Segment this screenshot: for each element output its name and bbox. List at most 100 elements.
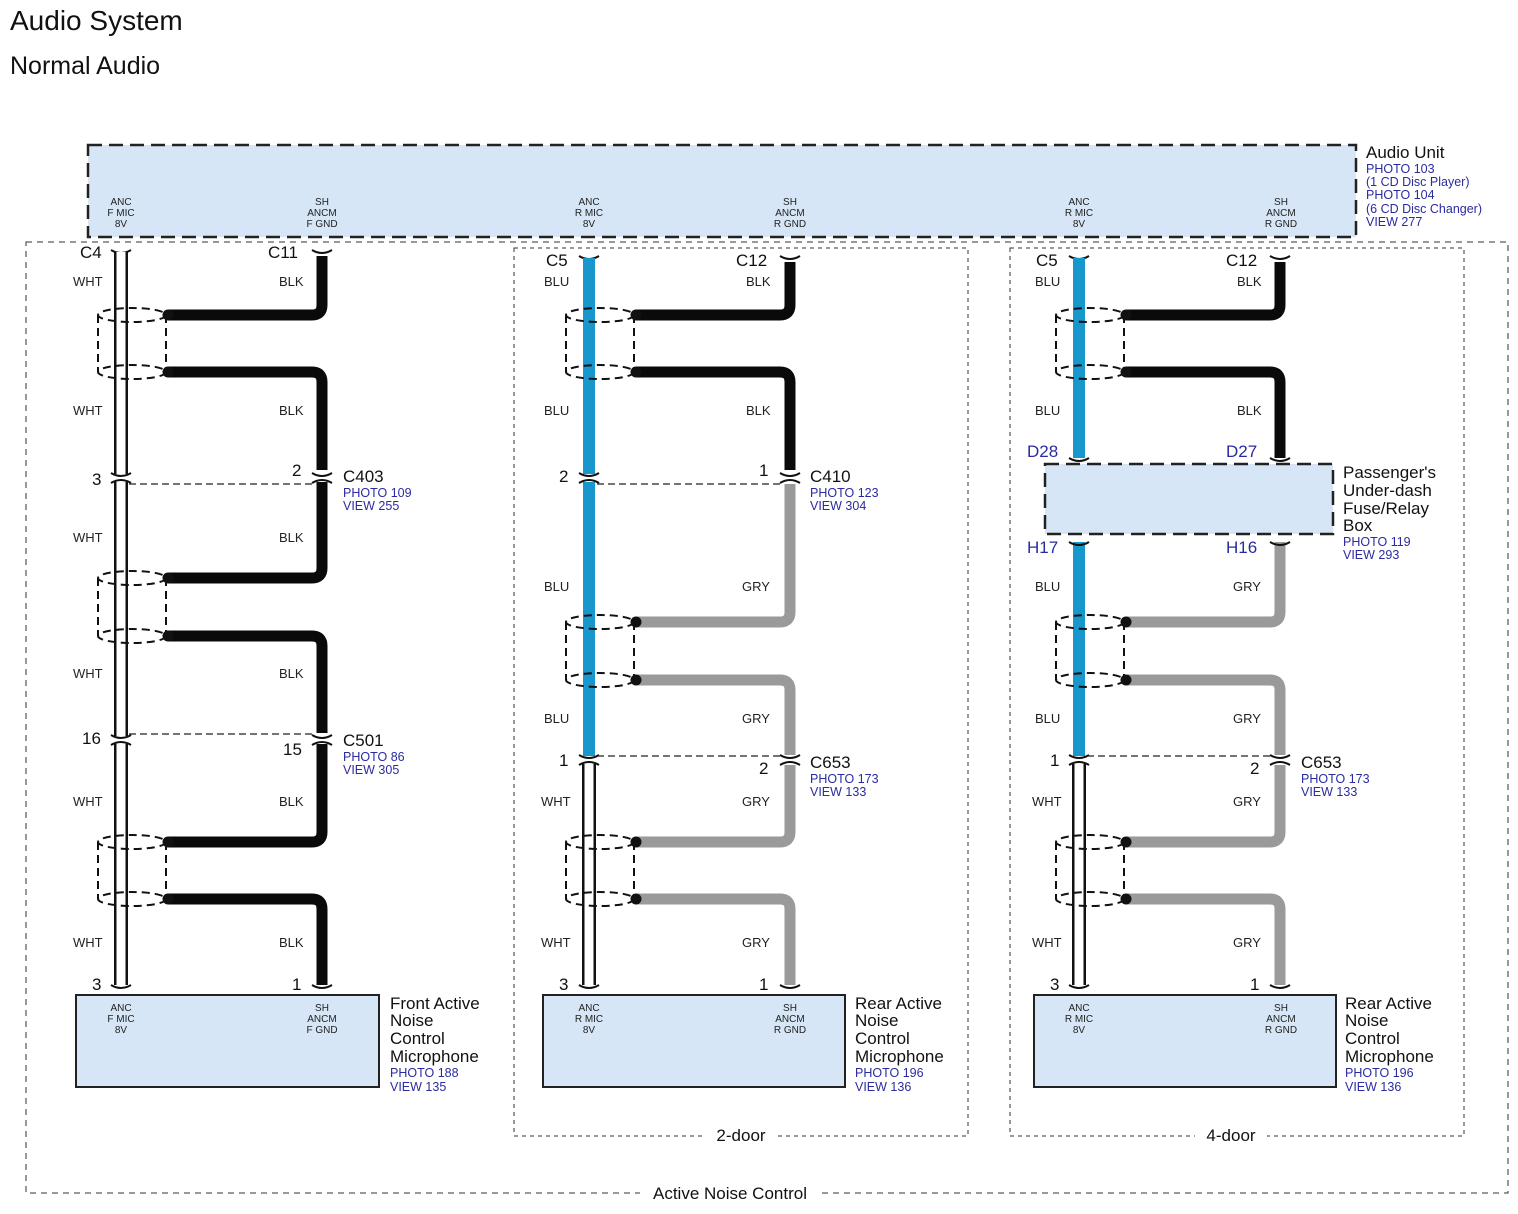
connector-mark xyxy=(578,761,600,766)
shield-outline xyxy=(1055,891,1125,907)
connector-mark xyxy=(779,472,801,477)
shield-drain-wire xyxy=(636,366,796,470)
four-door-wire-label-left: WHT xyxy=(1032,935,1062,950)
audio-unit-pin-label: SH xyxy=(783,197,797,208)
shield-outline xyxy=(565,307,635,323)
audio-unit-pin-label: ANCM xyxy=(1266,208,1295,219)
shield-junction-dot xyxy=(630,366,642,378)
connector-mark xyxy=(779,984,801,989)
shield-drain-wire xyxy=(168,478,328,584)
two-door-mic-pin: SH xyxy=(783,1003,797,1014)
c410-left-pin: 2 xyxy=(559,467,568,486)
four-door-wire-label-left: BLU xyxy=(1035,579,1060,594)
fuse-box-name: Under-dash xyxy=(1343,481,1432,500)
shield-junction-dot xyxy=(630,616,642,628)
audio-unit-pin-label: R MIC xyxy=(1065,208,1093,219)
two-door-mic-box xyxy=(542,994,846,1088)
four-door-conn-left: C5 xyxy=(1036,251,1058,270)
fuse-box-ref: PHOTO 119 xyxy=(1343,535,1411,549)
audio-unit-pin-label: ANC xyxy=(1068,197,1089,208)
audio-unit-pin-label: ANCM xyxy=(307,208,336,219)
connector-gap xyxy=(1273,985,1287,995)
two-door-c653-ref: PHOTO 173 xyxy=(810,772,879,786)
shield-junction-dot xyxy=(162,836,174,848)
audio-unit-pin-label: ANC xyxy=(578,197,599,208)
shield-drain-wire xyxy=(1126,542,1286,628)
shield-junction-dot xyxy=(1120,366,1132,378)
connector-mark xyxy=(779,479,801,484)
shield-outline xyxy=(565,614,635,630)
wire-wht xyxy=(116,252,126,990)
two-door-wire-label-right: BLK xyxy=(746,403,771,418)
four-door-bottom-pin-right: 1 xyxy=(1250,975,1259,994)
audio-unit-ref: (1 CD Disc Player) xyxy=(1366,175,1470,189)
wire-blu xyxy=(1073,542,1085,760)
front-mic-name: Noise xyxy=(390,1011,433,1030)
four-door-mic-pin: ANCM xyxy=(1266,1014,1295,1025)
audio-unit-pin-label: ANC xyxy=(110,197,131,208)
shield-drain-wire xyxy=(168,630,328,733)
connector-gap xyxy=(579,756,599,764)
two-door-mic-ref: VIEW 136 xyxy=(855,1080,911,1094)
four-door-mic-pin: 8V xyxy=(1073,1025,1086,1036)
connector-mark xyxy=(311,734,333,739)
shield-outline xyxy=(1055,834,1125,850)
four-door-wire-label-left: WHT xyxy=(1032,794,1062,809)
connector-mark xyxy=(110,741,132,746)
shield-outline xyxy=(97,628,167,644)
two-door-mic-pin: ANC xyxy=(578,1003,599,1014)
four-door-wire-label-right: GRY xyxy=(1233,711,1261,726)
c410-ref: VIEW 304 xyxy=(810,499,866,513)
connector-mark xyxy=(110,734,132,739)
two-door-wire-label-right: BLK xyxy=(746,274,771,289)
page-subtitle: Normal Audio xyxy=(10,52,160,80)
shield-drain-wire xyxy=(1126,674,1286,755)
connector-mark xyxy=(110,984,132,989)
active-noise-control-label: Active Noise Control xyxy=(653,1184,807,1203)
connector-mark xyxy=(311,249,333,254)
c501-name: C501 xyxy=(343,731,384,750)
shield-junction-dot xyxy=(162,893,174,905)
two-door-wire-label-right: GRY xyxy=(742,794,770,809)
front-mic-pin: 8V xyxy=(115,1025,128,1036)
front-mic-name: Front Active xyxy=(390,994,480,1013)
front-mic-pin: F MIC xyxy=(107,1014,134,1025)
two-door-mic-pin: R MIC xyxy=(575,1014,603,1025)
c410-ref: PHOTO 123 xyxy=(810,486,879,500)
shield-outline xyxy=(565,834,635,850)
front-wire-label-right: BLK xyxy=(279,935,304,950)
shield-drain-wire xyxy=(168,743,328,848)
four-door-mic-box xyxy=(1033,994,1337,1088)
shield-junction-dot xyxy=(1120,893,1132,905)
two-door-mic-name: Microphone xyxy=(855,1047,944,1066)
two-door-conn-right: C12 xyxy=(736,251,767,270)
connector-mark xyxy=(110,472,132,477)
connector-gap xyxy=(111,474,131,482)
connector-mark xyxy=(1068,761,1090,766)
shield-junction-dot xyxy=(162,630,174,642)
audio-unit-ref: PHOTO 103 xyxy=(1366,162,1435,176)
audio-unit-ref: PHOTO 104 xyxy=(1366,188,1435,202)
audio-unit-box xyxy=(86,143,1358,239)
front-wire-label-right: BLK xyxy=(279,274,304,289)
four-door-mic-ref: VIEW 136 xyxy=(1345,1080,1401,1094)
audio-unit-pin-label: R GND xyxy=(1265,219,1297,230)
shield-outline xyxy=(97,834,167,850)
four-door-mic-name: Microphone xyxy=(1345,1047,1434,1066)
connector-gap xyxy=(1270,756,1290,764)
connector-gap xyxy=(111,736,131,744)
two-door-wire-label-left: BLU xyxy=(544,274,569,289)
two-door-wire-label-right: GRY xyxy=(742,711,770,726)
connector-mark xyxy=(1269,754,1291,759)
front-mic-ref: VIEW 135 xyxy=(390,1080,446,1094)
four-door-conn-right: C12 xyxy=(1226,251,1257,270)
front-mic-pin: ANC xyxy=(110,1003,131,1014)
shield-outline xyxy=(97,891,167,907)
shield-outline xyxy=(565,672,635,688)
four-door-c653-ref: PHOTO 173 xyxy=(1301,772,1370,786)
shield-drain-wire xyxy=(1126,765,1286,848)
shield-outline xyxy=(565,891,635,907)
four-door-mic-name: Control xyxy=(1345,1029,1400,1048)
connector-gap xyxy=(579,474,599,482)
two-door-mic-pin: ANCM xyxy=(775,1014,804,1025)
